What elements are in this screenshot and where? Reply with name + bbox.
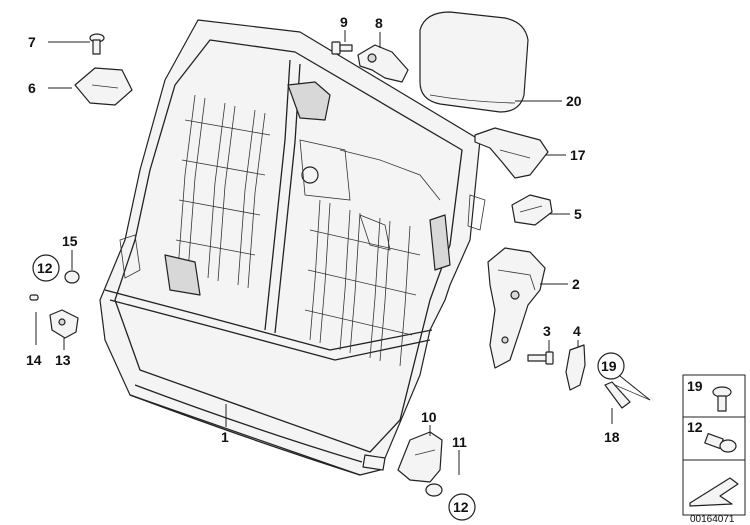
legend-12-label: 12 — [687, 419, 703, 435]
callout-6: 6 — [28, 80, 36, 96]
callout-1: 1 — [221, 429, 229, 445]
callout-2: 2 — [572, 276, 580, 292]
callout-12-upper: 12 — [37, 260, 53, 276]
callout-12-lower: 12 — [453, 499, 469, 515]
callout-4: 4 — [573, 323, 581, 339]
screw-19-icon — [712, 386, 732, 412]
callout-15: 15 — [62, 233, 78, 249]
arrow-icon — [689, 477, 739, 507]
cover-part-6: 6 — [28, 67, 133, 106]
callout-13: 13 — [55, 352, 71, 368]
callout-12a-circle: 12 — [32, 254, 60, 282]
bracket-part-17: 17 — [474, 127, 586, 179]
latch-part-8: 8 — [357, 15, 409, 83]
bolt-part-9: 9 — [331, 14, 353, 55]
callout-19-circle: 19 — [597, 352, 651, 401]
legend-panel: 19 12 — [682, 374, 746, 516]
bracket-part-13: 13 — [49, 309, 79, 368]
callout-3: 3 — [543, 323, 551, 339]
pin-part-14: 14 — [26, 294, 42, 368]
hinge-mechanism-part-2: 2 — [487, 247, 580, 369]
callout-7: 7 — [28, 34, 36, 50]
callout-10: 10 — [421, 409, 437, 425]
callout-8: 8 — [375, 15, 383, 31]
clip-part-4: 4 — [565, 323, 586, 391]
headrest: 20 — [419, 11, 582, 113]
trim-cover-part-5: 5 — [511, 194, 582, 226]
callout-17: 17 — [570, 147, 586, 163]
callout-18: 18 — [604, 429, 620, 445]
bushing-part-11: 11 — [425, 434, 467, 497]
callout-11: 11 — [452, 434, 467, 450]
bolt-12-icon — [704, 432, 737, 453]
pin-part-18: 18 — [604, 381, 651, 445]
callout-12b-circle: 12 — [448, 493, 476, 521]
callout-1-group: 1 — [221, 404, 229, 445]
screw-part-7: 7 — [28, 33, 105, 55]
callout-5: 5 — [574, 206, 582, 222]
bushing-part-15: 15 — [62, 233, 80, 284]
image-number: 00164071 — [690, 514, 735, 525]
callout-9: 9 — [340, 14, 348, 30]
callout-14: 14 — [26, 352, 42, 368]
bolt-part-3: 3 — [527, 323, 554, 365]
callout-20: 20 — [566, 93, 582, 109]
legend-19-label: 19 — [687, 378, 703, 394]
seat-backrest-frame — [99, 19, 486, 476]
hinge-bracket-part-10: 10 — [397, 409, 443, 483]
callout-19: 19 — [601, 358, 617, 374]
